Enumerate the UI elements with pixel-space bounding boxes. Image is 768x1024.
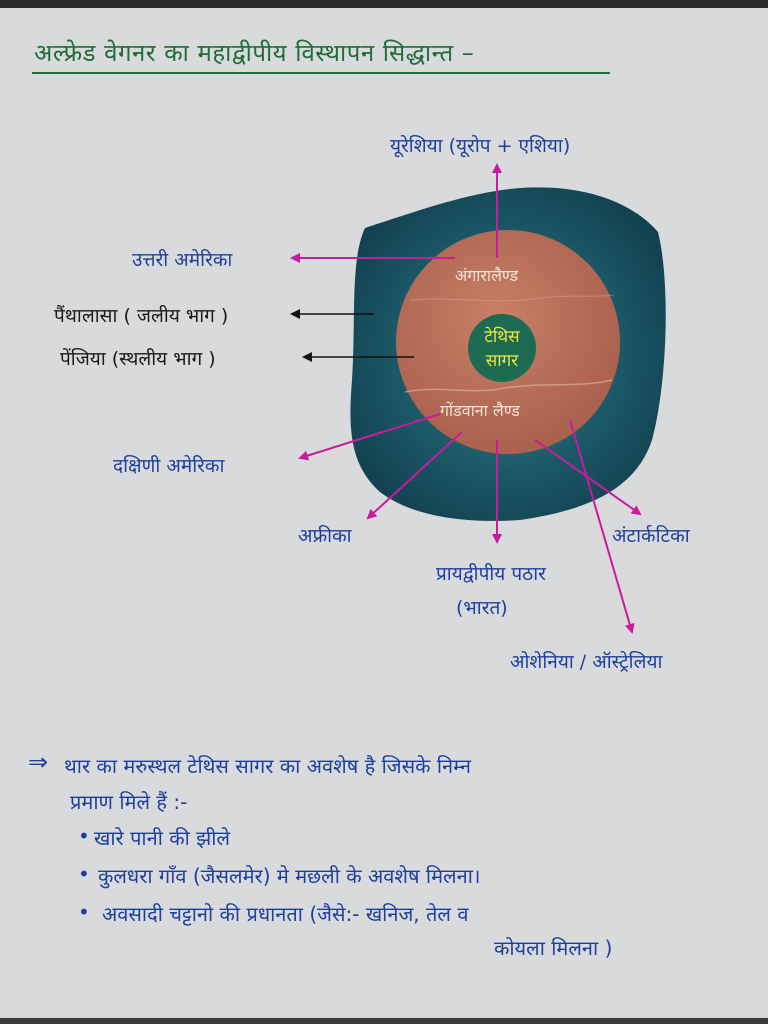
arrow-africa (366, 431, 463, 520)
bullet-item-3: अवसादी चट्टानो की प्रधानता (जैसे:- खनिज,… (102, 902, 469, 926)
title-underline (32, 72, 610, 74)
label-north-america: उत्तरी अमेरिका (132, 249, 233, 271)
bullet-item-2: कुलधरा गाँव (जैसलमेर) मे मछली के अवशेष म… (98, 864, 481, 888)
label-peninsular-plateau: प्रायद्वीपीय पठार (436, 563, 546, 585)
land-texture (409, 294, 615, 302)
land-texture (404, 379, 613, 393)
label-pangaea: पेंजिया (स्थलीय भाग ) (60, 348, 216, 370)
label-india: (भारत) (456, 597, 508, 619)
tethys-sea (468, 314, 536, 382)
label-oceania: ओशेनिया / ऑस्ट्रेलिया (510, 651, 663, 673)
label-panthalassa: पैंथालासा ( जलीय भाग ) (54, 305, 229, 327)
top-bar (0, 0, 768, 8)
tethys-line-1: टेथिस (484, 327, 520, 347)
arrow-south-america (298, 413, 441, 461)
tethys-line-2: सागर (485, 351, 519, 371)
bullet-dot-icon: • (78, 824, 90, 848)
bullet-dot-icon: • (78, 900, 90, 924)
note-line-2: प्रमाण मिले हैं :- (70, 790, 188, 814)
label-tethys-sea: टेथिस सागर (468, 325, 536, 373)
label-gondwanaland: गोंडवाना लैण्ड (440, 401, 520, 420)
label-africa: अफ्रीका (298, 525, 352, 547)
bullet-item-3-continued: कोयला मिलना ) (494, 936, 613, 960)
note-line-1: थार का मरुस्थल टेथिस सागर का अवशेष है जि… (64, 754, 471, 778)
implies-arrow-icon: ⇒ (28, 748, 49, 776)
label-angaraland: अंगारालैण्ड (455, 266, 519, 285)
label-eurasia: यूरेशिया (यूरोप + एशिया) (390, 135, 571, 157)
label-south-america: दक्षिणी अमेरिका (113, 455, 225, 477)
bottom-bar (0, 1018, 768, 1024)
bullet-dot-icon: • (78, 862, 90, 886)
arrow-oceania (569, 419, 635, 634)
label-antarctica: अंटार्कटिका (612, 525, 690, 547)
page-title: अल्फ्रेड वेगनर का महाद्वीपीय विस्थापन सि… (34, 39, 475, 67)
bullet-item-1: खारे पानी की झीले (94, 826, 231, 850)
